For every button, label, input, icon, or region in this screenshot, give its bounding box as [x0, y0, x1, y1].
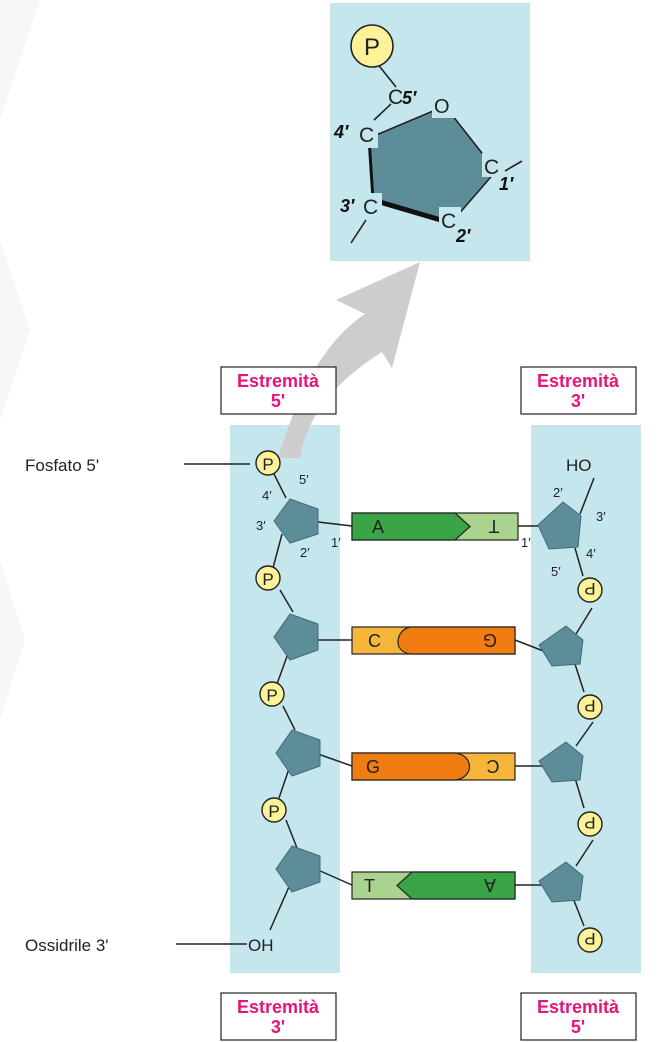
end-label-word: Estremità	[537, 371, 620, 391]
carbon-number: 1′	[331, 535, 341, 550]
end-label-word: Estremità	[537, 997, 620, 1017]
phosphate-label-inverted: P	[584, 929, 595, 948]
base-pair-2: C G	[351, 626, 516, 655]
sugar-pentagon	[538, 861, 584, 903]
sugar-pentagon	[273, 613, 319, 661]
carbon-number: 4′	[586, 546, 596, 561]
adenine-block	[396, 871, 516, 900]
right-hydroxyl-label: HO	[566, 456, 592, 475]
guanine-block	[397, 626, 516, 655]
carbon-1-number: 1′	[499, 174, 514, 194]
carbon-number: 3′	[596, 509, 606, 524]
phosphate-label: P	[266, 686, 277, 705]
base-pair-1: A T	[351, 512, 519, 541]
base-letter-left: C	[368, 631, 381, 651]
left-phosphates: P P P P	[255, 450, 287, 823]
phosphate-label-inverted: P	[584, 696, 595, 715]
hydroxyl-3-callout: Ossidrile 3'	[25, 936, 109, 955]
sugar-pentagon	[537, 501, 582, 550]
carbon-number: 4′	[262, 488, 272, 503]
base-letter-right: A	[484, 875, 496, 895]
sugar-pentagon	[273, 498, 319, 544]
end-label-bottom-left: Estremità 3'	[220, 992, 337, 1041]
phosphate-circle	[350, 24, 394, 68]
phosphate-circle	[255, 565, 281, 591]
carbon-number: 2′	[553, 485, 563, 500]
carbon-5-number: 5′	[402, 88, 417, 108]
end-label-word: Estremità	[237, 371, 320, 391]
phosphate-circle	[259, 681, 285, 707]
phosphate-5-callout: Fosfato 5'	[25, 456, 99, 475]
phosphate-label: P	[364, 34, 380, 61]
carbon-number: 2′	[300, 545, 310, 560]
carbon-4-number: 4′	[333, 122, 349, 142]
left-hydroxyl-label: OH	[248, 936, 274, 955]
end-label-bottom-right: Estremità 5'	[520, 992, 637, 1041]
carbon-5-label: C	[388, 86, 403, 109]
guanine-block	[351, 752, 471, 781]
end-label-number: 3'	[271, 1017, 285, 1037]
end-label-number: 5'	[271, 391, 285, 411]
base-letter-right: G	[483, 630, 497, 650]
sugar-pentagon	[538, 741, 584, 783]
carbon-number: 3′	[256, 518, 266, 533]
carbon-number: 1′	[521, 535, 531, 550]
end-label-number: 5'	[571, 1017, 585, 1037]
carbon-4-label: C	[359, 124, 374, 147]
phosphate-circle	[577, 927, 603, 953]
adenine-block	[351, 512, 471, 541]
end-label-top-left: Estremità 5'	[220, 366, 337, 415]
end-label-number: 3'	[571, 391, 585, 411]
phosphate-circle	[261, 797, 287, 823]
carbon-1-label: C	[484, 156, 499, 179]
nucleotide-zoom-panel: P C 5′ O C 4′ C 3′ C 2′ C 1′	[330, 3, 530, 261]
phosphate-label: P	[262, 570, 273, 589]
phosphate-circle	[255, 450, 281, 476]
carbon-number: 5′	[299, 472, 309, 487]
sugar-pentagon	[275, 845, 321, 893]
phosphate-label-inverted: P	[584, 813, 595, 832]
right-carbon-numbers: 2′ 3′ 1′ 4′ 5′	[521, 485, 606, 579]
right-phosphates: P P P P	[577, 577, 603, 953]
phosphate-circle	[577, 694, 603, 720]
base-letter-right: C	[487, 756, 500, 776]
background-decoration	[0, 0, 40, 720]
right-backbone	[514, 477, 595, 927]
right-sugars	[537, 501, 584, 903]
carbon-2-label: C	[441, 210, 456, 233]
carbon-3-number: 3′	[340, 196, 355, 216]
phosphate-label: P	[268, 802, 279, 821]
carbon-2-number: 2′	[455, 226, 471, 246]
carbon-number: 5′	[551, 564, 561, 579]
left-sugars	[273, 498, 321, 893]
phosphate-circle	[577, 577, 603, 603]
left-backbone	[269, 473, 353, 931]
zoom-arrow	[278, 262, 420, 458]
base-letter-left: T	[364, 876, 375, 896]
phosphate-label: P	[262, 455, 273, 474]
sugar-pentagon	[538, 625, 584, 667]
carbon-3-label: C	[363, 196, 378, 219]
base-letter-left: G	[366, 757, 380, 777]
base-letter-left: A	[372, 517, 384, 537]
sugar-pentagon	[275, 729, 321, 777]
base-letter-right: T	[489, 516, 500, 536]
phosphate-circle	[577, 811, 603, 837]
end-label-top-right: Estremità 3'	[520, 366, 637, 415]
ring-oxygen-label: O	[434, 96, 450, 118]
left-carbon-numbers: 5′ 4′ 3′ 2′ 1′	[256, 472, 341, 560]
phosphate-label-inverted: P	[584, 579, 595, 598]
end-label-word: Estremità	[237, 997, 320, 1017]
base-pair-3: G C	[351, 752, 516, 781]
base-pair-4: T A	[351, 871, 516, 900]
